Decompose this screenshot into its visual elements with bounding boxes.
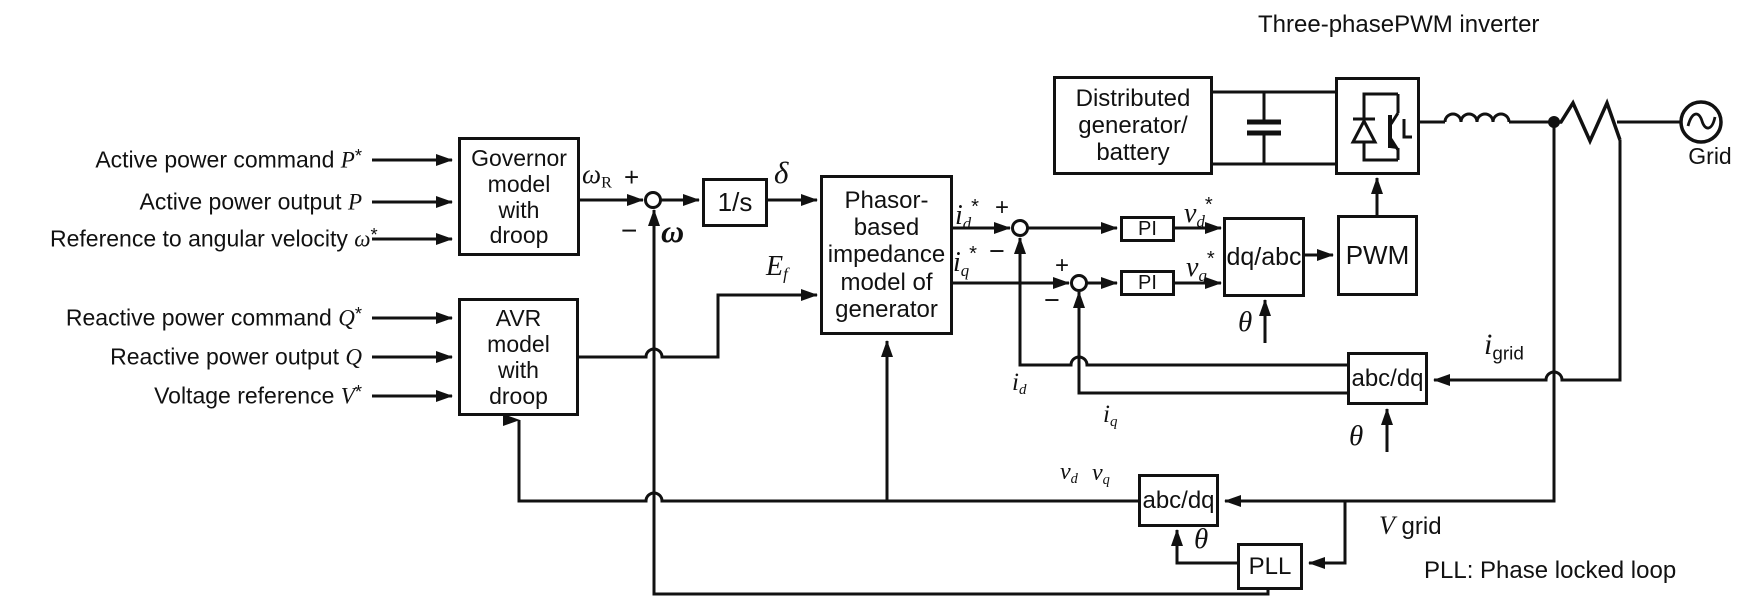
vd-label: vd xyxy=(1060,459,1078,488)
plus-sign-iq: + xyxy=(1055,252,1070,279)
theta-label-dqabc: θ xyxy=(1238,306,1253,338)
vgrid-label: V grid xyxy=(1379,511,1442,540)
wire-vdvq-to-avr xyxy=(513,419,1138,503)
wire-pll-theta xyxy=(1171,529,1237,565)
ef-label: Ef xyxy=(766,251,788,284)
pi-controller-q-block: PI xyxy=(1120,270,1175,296)
input-label-reactive-power-output: Reactive power output Q xyxy=(110,343,362,370)
summing-junction-id xyxy=(1011,219,1029,237)
minus-sign-iq: − xyxy=(1044,285,1060,315)
pi-controller-d-block: PI xyxy=(1120,216,1175,242)
abc-dq-current-block: abc/dq xyxy=(1347,352,1428,405)
input-label-active-power-command: Active power command P* xyxy=(95,145,362,173)
input-label-reactive-power-command: Reactive power command Q* xyxy=(65,303,362,331)
inverter-block xyxy=(1335,77,1420,175)
grid-sine-icon xyxy=(1686,112,1717,130)
igrid-label: igrid xyxy=(1484,328,1524,365)
pll-block: PLL xyxy=(1237,543,1303,590)
wire-vgrid xyxy=(1224,122,1556,507)
input-label-angular-velocity-ref: Reference to angular velocity ω* xyxy=(50,224,378,252)
wire-iq-feedback xyxy=(1073,291,1347,395)
wire-vgrid-to-pll xyxy=(1308,501,1347,569)
vd-ref-label: vd* xyxy=(1184,194,1213,231)
plus-sign-speed: + xyxy=(624,162,640,192)
plus-sign-id: + xyxy=(995,194,1010,221)
input-label-active-power-output: Active power output P xyxy=(139,188,362,215)
inductor-symbol xyxy=(1443,112,1511,123)
dq-abc-transform-block: dq/abc xyxy=(1223,217,1305,297)
line-impedance-symbol xyxy=(1554,98,1622,146)
inverter-title: Three-phasePWM inverter xyxy=(1258,11,1540,38)
pll-note: PLL: Phase locked loop xyxy=(1424,557,1677,584)
id-feedback-label: id xyxy=(1012,369,1027,399)
vq-ref-label: vq* xyxy=(1186,248,1215,285)
pwm-block: PWM xyxy=(1337,215,1418,296)
minus-sign-id: − xyxy=(989,236,1005,266)
igbt-diode-symbol xyxy=(1350,92,1412,162)
theta-label-abcdq-voltage: θ xyxy=(1194,523,1209,555)
delta-label: δ xyxy=(774,155,789,190)
grid-label: Grid xyxy=(1688,143,1732,169)
minus-sign-speed: − xyxy=(621,215,638,246)
capacitor-plates xyxy=(1247,119,1281,136)
summing-junction-iq xyxy=(1070,274,1088,292)
abc-dq-voltage-block: abc/dq xyxy=(1138,474,1219,527)
iq-ref-label: iq* xyxy=(953,243,978,280)
wire-igrid xyxy=(1433,140,1622,386)
iq-feedback-label: iq xyxy=(1103,401,1118,431)
wire-omega-feedback xyxy=(648,209,1270,596)
vq-label: vq xyxy=(1092,460,1110,489)
id-ref-label: id* xyxy=(955,196,980,233)
omega-r-label: ωR xyxy=(582,159,612,192)
summing-junction-speed xyxy=(644,191,662,209)
integrator-block: 1/s xyxy=(702,178,768,227)
wire-ef xyxy=(579,289,818,359)
input-label-voltage-reference: Voltage reference V* xyxy=(154,381,362,409)
omega-label: ω xyxy=(661,213,685,249)
theta-label-abcdq-current: θ xyxy=(1349,420,1364,452)
